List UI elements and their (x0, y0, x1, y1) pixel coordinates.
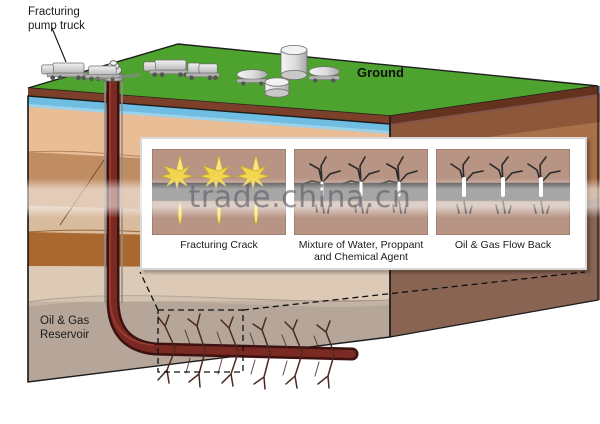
pump-truck-leader-line (51, 27, 67, 63)
reservoir-label: Oil & Gas Reservoir (40, 315, 90, 341)
tanker-truck-group (236, 66, 340, 86)
fracturing-pump-truck-group (41, 59, 220, 82)
fracture-network (157, 313, 335, 390)
inset-panel-flow-back (436, 149, 570, 235)
inset-caption-3: Oil & Gas Flow Back (454, 239, 552, 251)
inset-panel-fracturing-crack (152, 149, 286, 235)
process-inset-panel: Fracturing Crack Mixture of Water, Propp… (140, 137, 587, 270)
callout-dashed-lines (139, 271, 586, 373)
wellbore (104, 67, 359, 361)
block-bottom-right-edge (389, 299, 599, 338)
inset-caption-2: Mixture of Water, Proppant and Chemical … (298, 239, 424, 263)
storage-tank-group (264, 45, 308, 98)
inset-panel-mixture (294, 149, 428, 235)
ground-label: Ground (357, 65, 404, 80)
pump-truck-label: Fracturing pump truck (28, 6, 85, 32)
inset-caption-1: Fracturing Crack (180, 239, 258, 251)
